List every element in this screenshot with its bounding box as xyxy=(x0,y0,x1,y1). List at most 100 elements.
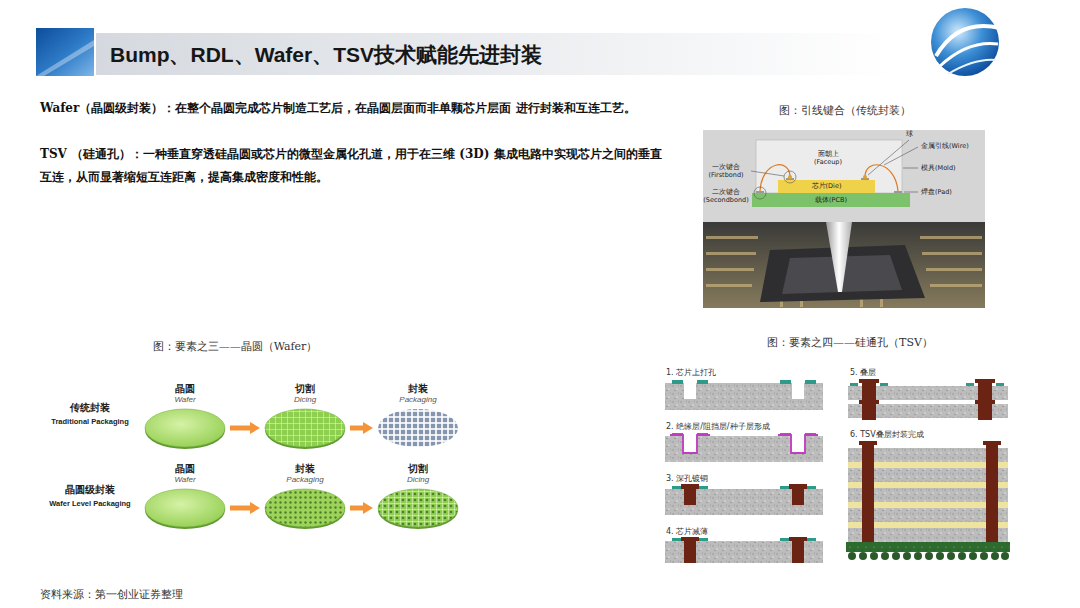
part-label: 焊盘(Pad) xyxy=(921,188,985,196)
wire-bond-photo xyxy=(703,222,985,308)
tsv-step-6-part-part xyxy=(986,444,998,542)
company-logo-part xyxy=(948,60,996,74)
wire-bond-photo-part xyxy=(703,222,985,308)
wire-bond-diagram xyxy=(703,130,985,222)
tsv-step-6-part-part xyxy=(848,552,856,560)
source-note: 资料来源：第一创业证券整理 xyxy=(40,588,360,602)
wire-bond-diagram-part xyxy=(894,191,902,193)
wire-bond-diagram-part xyxy=(752,193,910,207)
wafer-disc xyxy=(143,485,227,531)
tsv-step-4-part-part xyxy=(681,537,699,541)
tsv-step-6-part-part xyxy=(859,441,877,445)
company-logo-part xyxy=(940,43,998,66)
part-label: 模具(Mold) xyxy=(921,164,985,172)
wire-bond-diagram-part xyxy=(884,147,918,165)
tsv-step-6-part-part xyxy=(870,552,878,560)
step-label: 5. 叠层 xyxy=(850,368,1010,378)
wire-bond-diagram-part xyxy=(760,165,790,191)
wire-bond-photo-part-part xyxy=(706,284,752,287)
node-heading: 封装 xyxy=(408,383,428,395)
step-label: 3. 深孔镀铜 xyxy=(666,474,826,484)
tsv-step-4 xyxy=(665,537,823,563)
step-label: 6. TSV叠层封装完成 xyxy=(850,430,1010,440)
wire-bond-diagram-part xyxy=(865,165,898,191)
tsv-step-6-part-part xyxy=(980,552,988,560)
tsv-step-4-part xyxy=(681,537,807,563)
tsv-step-4-part-part xyxy=(684,540,696,563)
tsv-step-6-part-part xyxy=(936,552,944,560)
wafer-step-node: 切割Dicing xyxy=(376,463,460,531)
tsv-step-1-part xyxy=(792,383,804,399)
tsv-step-1-part xyxy=(672,380,816,384)
tsv-step-3-part-part xyxy=(681,484,699,489)
tsv-step-2-part xyxy=(672,433,816,436)
wafer-disc xyxy=(376,405,460,451)
tsv-step-5-part-part xyxy=(859,400,879,404)
tsv-step-1-part-part xyxy=(780,380,791,384)
tsv-step-6-part-part xyxy=(892,552,900,560)
node-heading: 切割 xyxy=(295,383,315,395)
tsv-step-5-part-part xyxy=(850,383,858,386)
wire-bond-diagram-part xyxy=(863,175,867,179)
wire-bond-diagram-part xyxy=(754,187,766,199)
tsv-step-2-part xyxy=(665,436,823,462)
tsv-step-6-part-part xyxy=(958,552,966,560)
tsv-step-3-part xyxy=(681,484,807,505)
node-heading: 晶圆 xyxy=(175,383,195,395)
process-arrow xyxy=(350,506,363,511)
part-label: 芯片(Die) xyxy=(778,182,875,190)
tsv-step-5-part-part xyxy=(859,379,879,383)
tsv-step-6-part-part xyxy=(1001,552,1009,560)
header-band-part xyxy=(36,40,94,76)
wire-bond-diagram-part xyxy=(703,130,985,222)
tsv-step-5-part-part xyxy=(975,400,995,404)
row-label: 传统封装 xyxy=(45,402,135,414)
header-band xyxy=(36,28,896,76)
wafer-step-node: 封装Packaging xyxy=(376,383,460,451)
tsv-step-5-part-part xyxy=(966,383,974,386)
wafer-face xyxy=(145,409,225,447)
figure-caption: 图：要素之四——硅通孔（TSV） xyxy=(690,336,1010,350)
part-label: 载体(PCB) xyxy=(752,196,910,204)
header-band-part xyxy=(96,33,896,75)
tsv-step-6-part-part xyxy=(983,441,1001,445)
tsv-step-6 xyxy=(846,441,1010,560)
wire-bond-diagram-part xyxy=(778,180,875,193)
tsv-step-1-part-part xyxy=(672,380,683,384)
row-label: Traditional Packaging xyxy=(36,417,144,427)
tsv-step-6-part xyxy=(848,552,1009,560)
tsv-step-2 xyxy=(665,433,823,462)
wafer-face xyxy=(265,409,345,447)
node-heading: 切割 xyxy=(408,463,428,475)
tsv-step-3-part-part xyxy=(789,484,807,489)
part-label: 一次键合 (Firstbond) xyxy=(703,163,749,179)
tsv-step-4-part-part xyxy=(789,537,807,541)
wafer-disc xyxy=(143,405,227,451)
node-subheading: Wafer xyxy=(174,395,195,405)
wafer-disc xyxy=(263,485,347,531)
tsv-step-1-part-part xyxy=(697,380,708,384)
tsv-step-4-part-part xyxy=(792,540,804,563)
node-subheading: Packaging xyxy=(286,475,323,485)
tsv-step-6-part-part xyxy=(947,552,955,560)
part-label: 金属引线(Wire) xyxy=(921,142,985,150)
wire-bond-diagram-part xyxy=(756,191,764,193)
body-paragraph: TSV （硅通孔）：一种垂直穿透硅晶圆或芯片的微型金属化孔道，用于在三维 (3D… xyxy=(40,143,668,189)
step-label: 2. 绝缘层/阻挡层/种子层形成 xyxy=(666,422,826,432)
tsv-step-5-part-part xyxy=(880,383,888,386)
wafer-step-node: 晶圆Wafer xyxy=(143,383,227,451)
wire-bond-photo-part-part xyxy=(926,268,982,271)
tsv-step-6-part-part xyxy=(862,444,874,542)
tsv-step-1-part xyxy=(665,383,823,410)
node-subheading: Packaging xyxy=(399,395,436,405)
company-logo xyxy=(931,8,1000,76)
tsv-step-4-part xyxy=(672,538,816,541)
wafer-face xyxy=(378,489,458,527)
tsv-step-2-part xyxy=(684,436,696,452)
wire-bond-photo-part-part xyxy=(922,252,982,255)
wire-bond-diagram-part xyxy=(903,168,918,169)
wafer-step-node: 封装Packaging xyxy=(263,463,347,531)
tsv-step-3-part-part xyxy=(792,487,804,505)
process-arrow xyxy=(350,426,363,431)
